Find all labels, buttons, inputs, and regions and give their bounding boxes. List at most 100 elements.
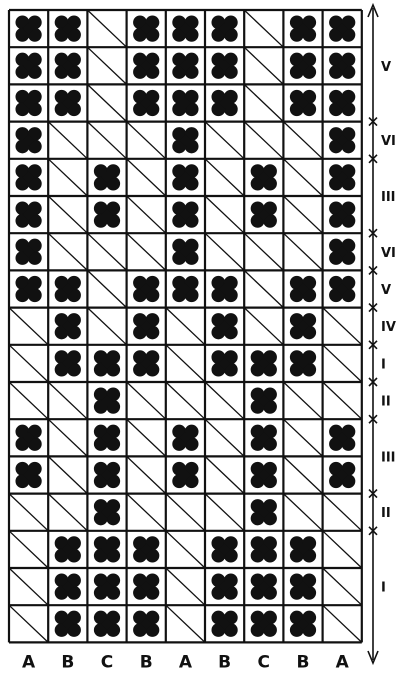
flower-motif (242, 155, 286, 199)
column-label: B (297, 652, 310, 672)
flower-motif (85, 155, 129, 199)
diagonal-cell (9, 345, 48, 382)
column-label: A (22, 652, 36, 672)
flower-motif (85, 378, 129, 422)
motif-cell (242, 378, 286, 422)
diagonal-line (323, 568, 362, 605)
diagonal-line (9, 531, 48, 568)
diagonal-line (87, 270, 126, 307)
diagonal-cell (323, 382, 362, 419)
motif-cell (281, 304, 325, 348)
flower-motif (85, 527, 129, 571)
flower-motif (320, 453, 364, 497)
diagonal-line (9, 308, 48, 345)
diagonal-cell (205, 456, 244, 493)
diagonal-line (166, 382, 205, 419)
section-label: III (381, 190, 396, 205)
flower-motif (46, 602, 90, 646)
motif-cell (202, 81, 246, 125)
diagonal-line (323, 494, 362, 531)
diagonal-line (9, 568, 48, 605)
diagonal-cell (283, 494, 322, 531)
flower-motif (242, 490, 286, 534)
motif-cell (85, 341, 129, 385)
flower-motif (320, 416, 364, 460)
flower-motif (202, 304, 246, 348)
diagonal-cell (283, 196, 322, 233)
flower-motif (242, 378, 286, 422)
motif-cell (163, 453, 207, 497)
column-labels: ABCBABCBA (22, 652, 350, 672)
motif-cell (202, 602, 246, 646)
motif-cell (163, 267, 207, 311)
motif-cell (281, 6, 325, 50)
motif-cell (163, 118, 207, 162)
flower-motif (202, 564, 246, 608)
section-label: VI (381, 134, 396, 149)
diagonal-cell (87, 47, 126, 84)
flower-motif (242, 602, 286, 646)
diagonal-line (244, 122, 283, 159)
column-label: C (101, 652, 113, 672)
motif-cell (281, 341, 325, 385)
flower-motif (242, 527, 286, 571)
flower-motif (85, 192, 129, 236)
diagonal-cell (87, 270, 126, 307)
motif-cell (124, 81, 168, 125)
flower-motif (320, 118, 364, 162)
motif-cell (46, 267, 90, 311)
diagonal-cell (244, 84, 283, 121)
motif-cell (85, 192, 129, 236)
column-label: B (218, 652, 231, 672)
diagonal-line (244, 270, 283, 307)
motif-cell (124, 267, 168, 311)
diagonal-line (87, 84, 126, 121)
diagonal-cell (9, 531, 48, 568)
diagonal-line (48, 456, 87, 493)
diagonal-cell (166, 568, 205, 605)
flower-motif (281, 267, 325, 311)
motif-cell (46, 81, 90, 125)
diagonal-cell (48, 196, 87, 233)
diagonal-cell (87, 308, 126, 345)
diagonal-line (127, 233, 166, 270)
section-label: VI (381, 246, 396, 261)
section-scale: VVIIIIVIVIVIIIIIIIII (368, 5, 396, 663)
diagonal-line (205, 196, 244, 233)
diagonal-line (127, 419, 166, 456)
flower-motif (163, 6, 207, 50)
diagonal-cell (127, 419, 166, 456)
motif-cell (281, 267, 325, 311)
diagonal-line (48, 494, 87, 531)
diagonal-cell (283, 419, 322, 456)
diagonal-cell (48, 159, 87, 196)
diagonal-line (283, 233, 322, 270)
diagonal-cell (127, 122, 166, 159)
diagonal-cell (48, 419, 87, 456)
diagonal-cell (48, 456, 87, 493)
diagonal-cell (323, 345, 362, 382)
column-label: B (61, 652, 74, 672)
diagonal-line (48, 419, 87, 456)
motif-cell (320, 453, 364, 497)
diagonal-line (323, 308, 362, 345)
diagonal-cell (166, 605, 205, 642)
diagonal-cell (48, 122, 87, 159)
flower-motif (124, 304, 168, 348)
diagonal-cell (244, 10, 283, 47)
flower-motif (85, 490, 129, 534)
motif-cell (163, 230, 207, 274)
motif-cell (320, 44, 364, 88)
diagonal-cell (323, 308, 362, 345)
flower-motif (124, 6, 168, 50)
flower-motif (6, 192, 50, 236)
flower-motif (46, 6, 90, 50)
flower-motif (124, 267, 168, 311)
diagonal-line (323, 345, 362, 382)
motif-cell (6, 453, 50, 497)
motif-cell (281, 602, 325, 646)
diagonal-cell (205, 159, 244, 196)
flower-motif (6, 44, 50, 88)
diagonal-line (166, 345, 205, 382)
section-label: III (381, 450, 396, 465)
